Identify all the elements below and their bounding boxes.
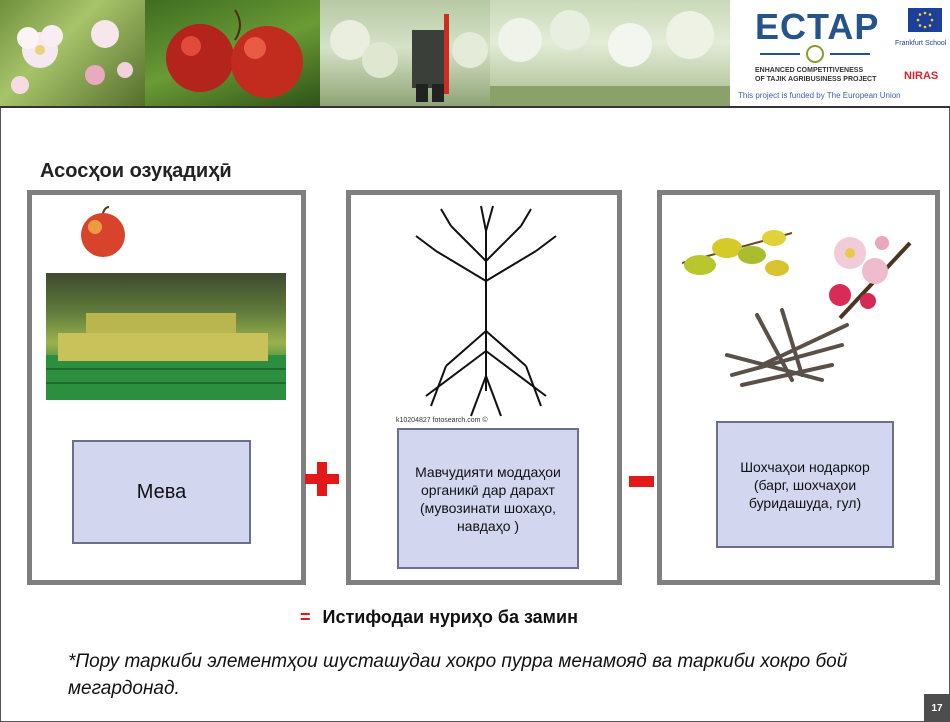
result-line: = Истифодаи нуриҳо ба замин [300,607,578,628]
image-caption: k10204827 fotosearch.com © [396,417,488,424]
cut-branches-illustration [725,308,849,387]
niras-logo: NIRAS [904,70,939,82]
apple-blossom-photo [0,0,145,106]
label-fruit: Мева [72,440,251,544]
equals-sign: = [300,607,311,627]
header-photo-banner [0,0,730,106]
panel-tree: k10204827 fotosearch.com © Мавчудияти мо… [346,190,622,585]
footnote: *Пору таркиби элементҳои шусташудаи хокр… [68,651,848,699]
header-divider [0,106,950,108]
minus-icon [629,476,654,487]
blossom-branch-illustration [829,236,912,320]
frankfurt-school-logo: Frankfurt School [895,40,947,47]
label-tree: Мавчудияти моддаҳои органикӣ дар дарахт … [397,428,579,569]
page-number: 17 [924,694,950,722]
funding-note: This project is funded by The European U… [738,91,901,100]
panel-fruit: Мева [27,190,306,585]
result-text: Истифодаи нуриҳо ба замин [322,607,578,627]
plus-icon [305,462,339,496]
orchard-tractor-photo [320,0,490,106]
ectap-subtitle: ENHANCED COMPETITIVENESS OF TAJIK AGRIBU… [755,67,877,83]
leaves-illustration [682,230,793,276]
apple-crates-photo [46,273,286,400]
ectap-emblem-icon [760,45,870,63]
ectap-logo: ECTAP [755,6,880,47]
slide-title: Асосҳои озуқадиҳӣ [40,160,232,182]
red-apples-photo [145,0,320,106]
tree-roots-illustration [415,205,557,417]
apple-icon [81,206,125,257]
orchard-rows-photo [490,0,730,106]
label-branches: Шохчаҳои нодаркор (барг, шохчаҳои бурида… [716,421,894,548]
eu-flag-icon [908,8,942,32]
panel-branches: Шохчаҳои нодаркор (барг, шохчаҳои бурида… [657,190,940,585]
